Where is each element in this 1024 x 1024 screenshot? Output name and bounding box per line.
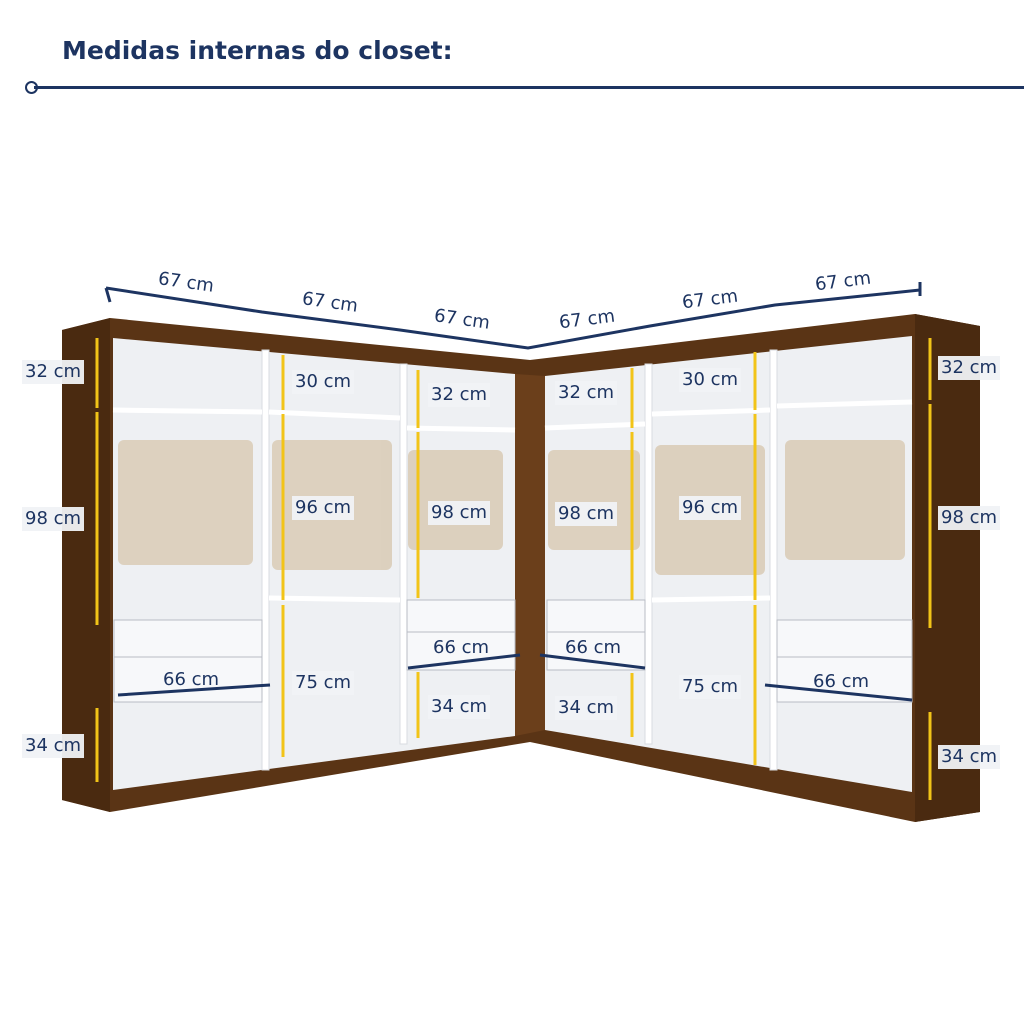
height-label: 98 cm (938, 506, 1001, 530)
height-label: 30 cm (679, 368, 742, 392)
height-label: 34 cm (22, 734, 85, 758)
height-label: 32 cm (938, 356, 1001, 380)
height-label: 32 cm (428, 383, 491, 407)
drawer (406, 631, 516, 671)
height-label: 98 cm (22, 507, 85, 531)
corner-back (515, 374, 545, 736)
page-title: Medidas internas do closet: (62, 36, 453, 65)
height-label: 34 cm (555, 696, 618, 720)
drawer-width-label: 66 cm (163, 669, 220, 690)
drawer (546, 599, 646, 638)
height-label: 75 cm (679, 675, 742, 699)
divider (769, 349, 778, 771)
divider (399, 363, 408, 745)
height-label: 32 cm (555, 381, 618, 405)
divider (261, 349, 270, 771)
height-label: 96 cm (679, 496, 742, 520)
height-label: 32 cm (22, 360, 85, 384)
height-label: 98 cm (555, 502, 618, 526)
drawer-width-label: 66 cm (565, 637, 622, 658)
height-label: 34 cm (938, 745, 1001, 769)
divider (644, 363, 653, 745)
height-label: 96 cm (292, 496, 355, 520)
height-measure-lines (95, 338, 932, 800)
drawer (406, 599, 516, 638)
height-label: 30 cm (292, 370, 355, 394)
height-label: 75 cm (292, 671, 355, 695)
width-measure-lines (104, 282, 922, 702)
drawer (546, 631, 646, 671)
drawer-width-label: 66 cm (813, 671, 870, 692)
height-label: 98 cm (428, 501, 491, 525)
height-label: 34 cm (428, 695, 491, 719)
title-divider (34, 86, 1024, 89)
drawer-width-label: 66 cm (433, 637, 490, 658)
